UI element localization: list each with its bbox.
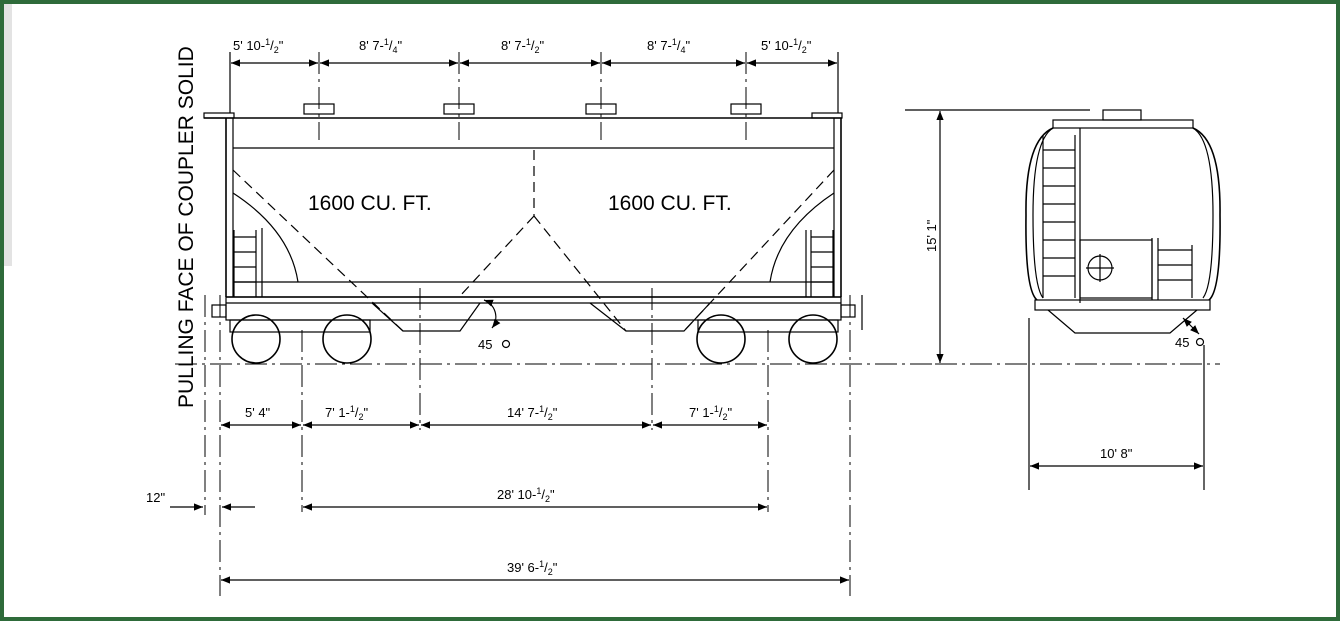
side-view: 1600 CU. FT. 1600 CU. FT. 45 — [175, 103, 935, 365]
wheel-2 — [322, 314, 372, 364]
wheel-4 — [788, 314, 838, 364]
height-label: 15' 1" — [924, 219, 939, 252]
wheel-1 — [231, 314, 281, 364]
capacity-label-left: 1600 CU. FT. — [308, 192, 432, 215]
end-ladder — [1042, 135, 1076, 298]
top-dim-1: 5' 10-1/2" — [233, 37, 284, 55]
width-label: 10' 8" — [1100, 446, 1133, 461]
bottom-dim-3: 14' 7-1/2" — [507, 404, 558, 422]
bottom-dim-1: 5' 4" — [245, 405, 271, 420]
truck-centers-label: 28' 10-1/2" — [497, 486, 555, 504]
right-slope-sheet — [769, 192, 835, 283]
end-angle-label: 45 — [1175, 335, 1189, 350]
bottom-dim-2: 7' 1-1/2" — [325, 404, 369, 422]
left-slope-sheet — [232, 192, 299, 283]
end-hatch — [1102, 109, 1142, 121]
angle-arc — [483, 299, 501, 329]
height-dimension: 15' 1" — [905, 109, 1220, 365]
bottom-dimensions: 5' 4" 7' 1-1/2" 14' 7-1/2" 7' 1-1/2" 12"… — [146, 288, 863, 596]
underframe — [225, 296, 842, 321]
overall-length-label: 39' 6-1/2" — [507, 559, 558, 577]
top-dim-3: 8' 7-1/2" — [501, 37, 545, 55]
coupler-offset-label: 12" — [146, 490, 165, 505]
end-roof — [1052, 119, 1194, 129]
top-dim-2: 8' 7-1/4" — [359, 37, 403, 55]
roof-hatches — [303, 103, 762, 115]
bottom-dim-4: 7' 1-1/2" — [689, 404, 733, 422]
top-dimensions: 5' 10-1/2" 8' 7-1/4" 8' 7-1/2" 8' 7-1/4"… — [229, 37, 839, 140]
coupler-right — [840, 304, 856, 318]
ladder-left — [233, 228, 263, 297]
end-view: 45 10' 8" — [1025, 109, 1221, 490]
end-sill — [1034, 299, 1211, 311]
ladder-right — [805, 230, 834, 297]
coupler-vertical-label: PULLING FACE OF COUPLER SOLID — [175, 46, 198, 408]
end-hopper — [1047, 309, 1198, 334]
capacity-label-right: 1600 CU. FT. — [608, 192, 732, 215]
top-dim-5: 5' 10-1/2" — [761, 37, 812, 55]
coupler-left — [211, 304, 227, 318]
angle-label: 45 — [478, 337, 492, 352]
wheel-3 — [696, 314, 746, 364]
side-panel — [4, 4, 12, 266]
brake-housing — [1079, 239, 1153, 299]
degree-symbol — [501, 339, 511, 349]
truck-frame-left — [229, 319, 371, 333]
hopper-outlet-right — [589, 302, 711, 332]
top-dim-4: 8' 7-1/4" — [647, 37, 691, 55]
